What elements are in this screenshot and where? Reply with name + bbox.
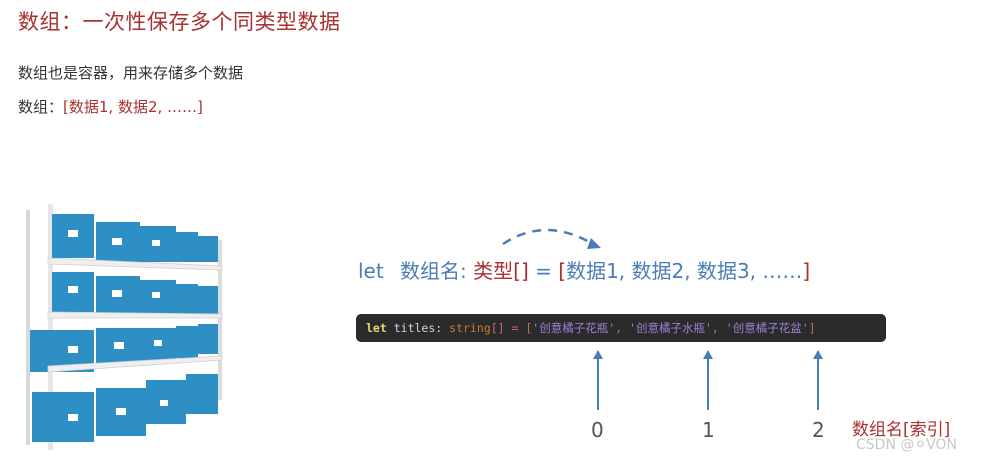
dashed-curve-arrow-icon xyxy=(502,228,601,249)
index-0: 0 xyxy=(591,418,604,442)
arrow-up-icon xyxy=(817,358,819,410)
arrowhead-icon xyxy=(593,350,603,359)
watermark: CSDN @⚪VON xyxy=(856,437,957,453)
arrowhead-icon xyxy=(703,350,713,359)
code-type-brackets: [] xyxy=(490,321,505,335)
code-string-item: '创意橘子花瓶' xyxy=(532,321,616,335)
page-title: 数组：一次性保存多个同类型数据 xyxy=(18,10,341,34)
array-format-line: 数组：[数据1, 数据2, ……] xyxy=(18,96,203,117)
syntax-items: 数据1, 数据2, 数据3, …… xyxy=(566,259,803,283)
arrow-up-icon xyxy=(597,358,599,410)
code-string-item: '创意橘子花盆' xyxy=(725,321,809,335)
syntax-type: 类型[] xyxy=(473,259,529,283)
code-equals: = xyxy=(511,321,519,335)
index-2: 2 xyxy=(812,418,825,442)
index-1: 1 xyxy=(702,418,715,442)
syntax-close-bracket: ] xyxy=(802,259,811,283)
array-format-value: [数据1, 数据2, ……] xyxy=(63,98,203,116)
arrow-up-icon xyxy=(707,358,709,410)
array-format-label: 数组： xyxy=(18,98,64,116)
code-open-bracket: [ xyxy=(525,321,533,335)
code-separator: , xyxy=(711,321,719,335)
syntax-name: 数组名: xyxy=(400,259,467,283)
syntax-open-bracket: [ xyxy=(558,259,567,283)
code-identifier: titles xyxy=(393,321,436,335)
syntax-let: let xyxy=(358,259,384,283)
intro-text: 数组也是容器，用来存储多个数据 xyxy=(18,64,244,82)
code-string-item: '创意橘子水瓶' xyxy=(629,321,712,335)
code-colon: : xyxy=(435,321,443,335)
code-block: let titles: string[] = ['创意橘子花瓶', '创意橘子水… xyxy=(356,314,886,342)
code-close-bracket: ] xyxy=(808,321,816,335)
code-type: string xyxy=(449,321,491,335)
index-access-label: 数组名[索引] xyxy=(852,420,951,440)
arrowhead-icon xyxy=(813,350,823,359)
array-syntax: let 数组名: 类型[] = [数据1, 数据2, 数据3, ……] xyxy=(358,255,810,284)
code-keyword: let xyxy=(366,321,387,335)
syntax-equals: = xyxy=(535,259,552,283)
code-separator: , xyxy=(615,321,623,335)
storage-shelf-icon xyxy=(26,204,223,450)
